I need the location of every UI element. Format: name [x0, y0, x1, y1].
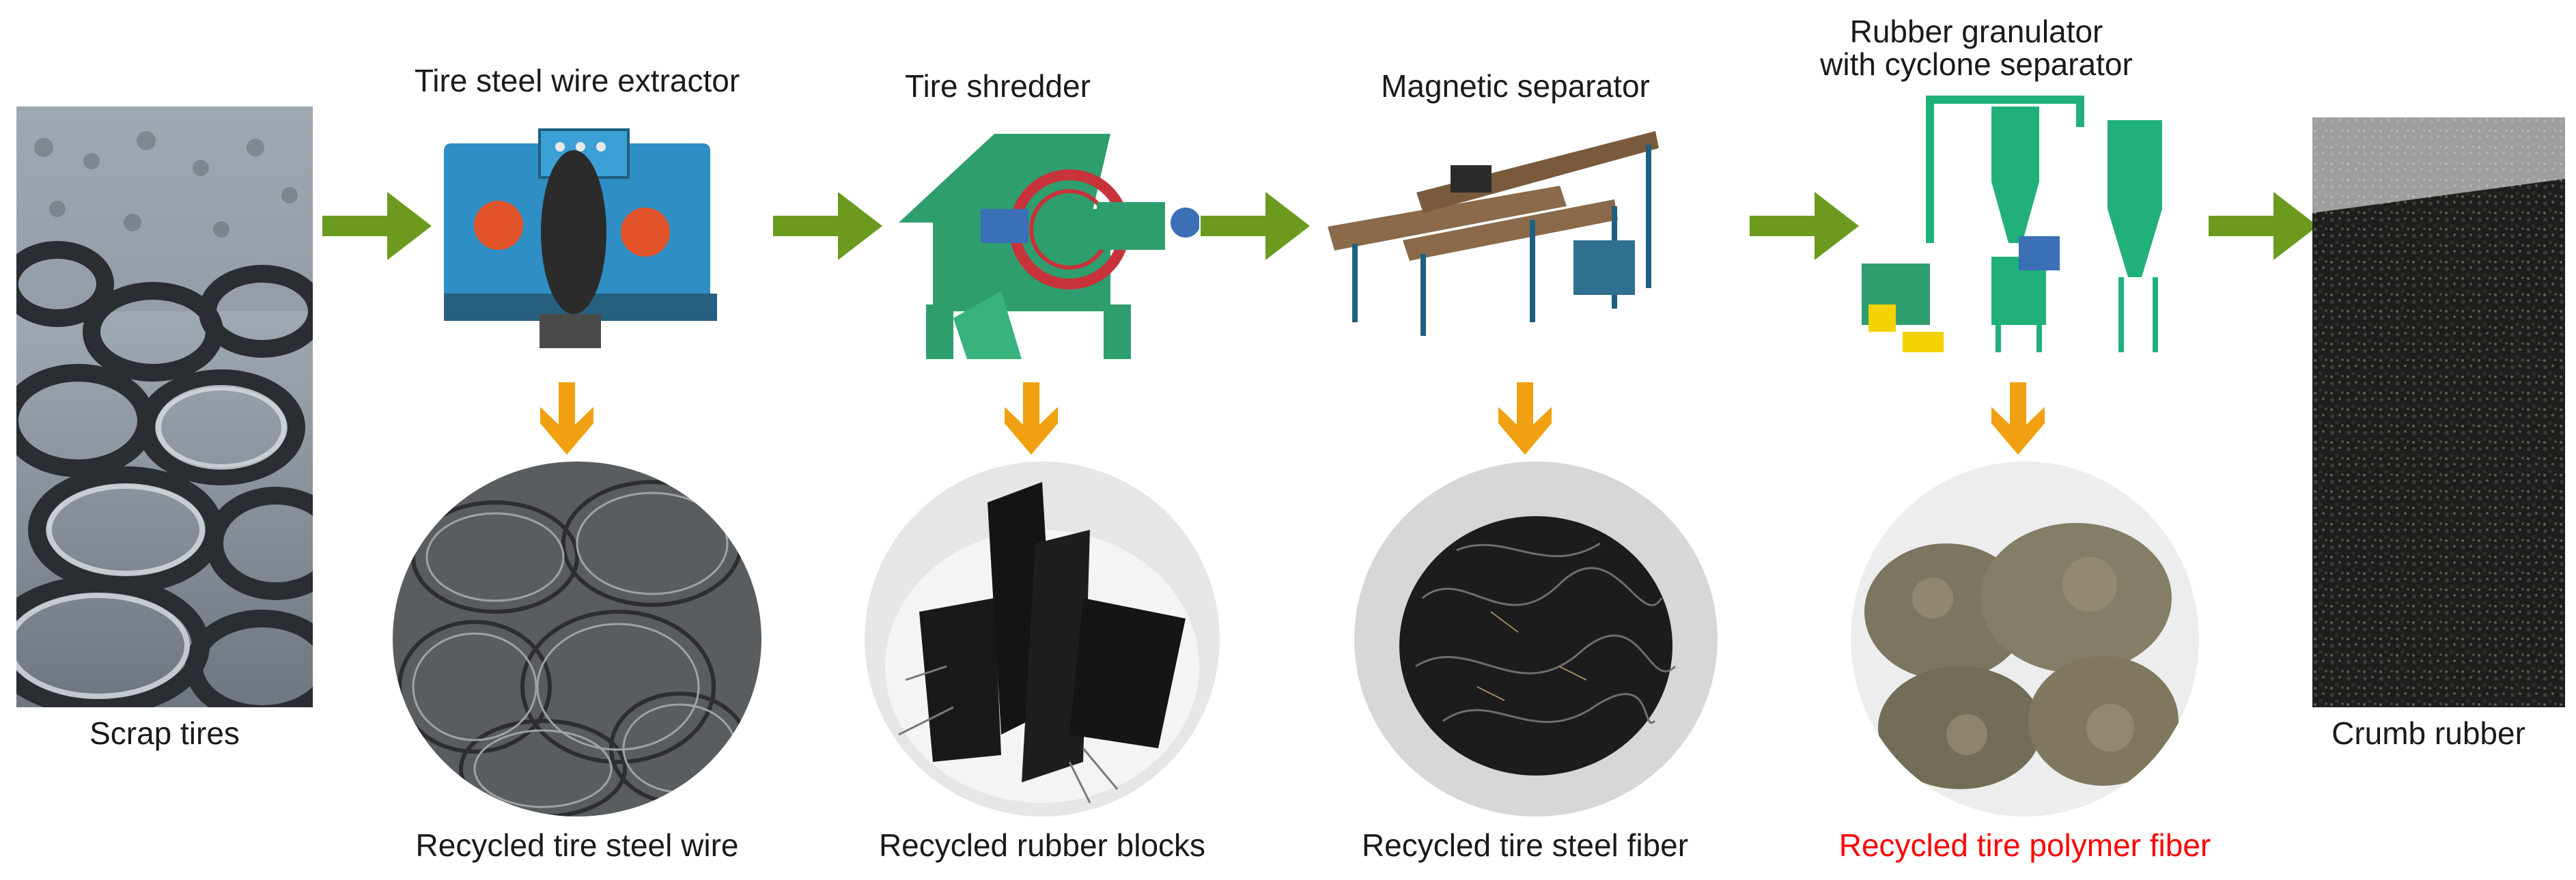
recycled-tire-steel-fiber-label: Recycled tire steel fiber [1361, 827, 1689, 863]
magnetic-separator-label: Magnetic separator [1381, 68, 1650, 104]
right-arrow-icon [2209, 192, 2318, 260]
down-arrow-icon [1991, 382, 2045, 455]
recycled-rubber-blocks-label: Recycled rubber blocks [878, 827, 1206, 863]
right-arrow-icon [1750, 192, 1859, 260]
crumb-rubber-label: Crumb rubber [2332, 715, 2525, 751]
tire-steel-wire-extractor-image [444, 128, 717, 348]
down-arrow-icon [1005, 382, 1058, 455]
magnetic-separator-image [1328, 131, 1659, 336]
recycled-tire-polymer-fiber-label: Recycled tire polymer fiber [1838, 827, 2211, 863]
down-arrow-icon [1498, 382, 1552, 455]
down-arrow-icon [540, 382, 593, 455]
right-arrow-icon [1201, 192, 1310, 260]
crumb-rubber-image [2312, 117, 2565, 707]
recycled-rubber-blocks-image [865, 462, 1220, 817]
right-arrow-icon [322, 192, 432, 260]
scrap-tires-label: Scrap tires [89, 715, 240, 751]
scrap-tires-image [16, 107, 313, 707]
recycled-tire-steel-wire-label: Recycled tire steel wire [415, 827, 739, 863]
recycled-tire-steel-wire-image [393, 462, 761, 817]
rubber-granulator-image [1862, 96, 2162, 352]
tire-shredder-image [899, 134, 1199, 359]
tire-steel-wire-extractor-label: Tire steel wire extractor [414, 63, 740, 98]
recycled-tire-polymer-fiber-image [1851, 462, 2199, 817]
tire-shredder-label: Tire shredder [905, 68, 1091, 104]
right-arrow-icon [773, 192, 882, 260]
rubber-granulator-label-line2: with cyclone separator [1820, 46, 2133, 82]
recycled-tire-steel-fiber-image [1354, 462, 1718, 817]
rubber-granulator-label-line1: Rubber granulator [1849, 14, 2103, 49]
